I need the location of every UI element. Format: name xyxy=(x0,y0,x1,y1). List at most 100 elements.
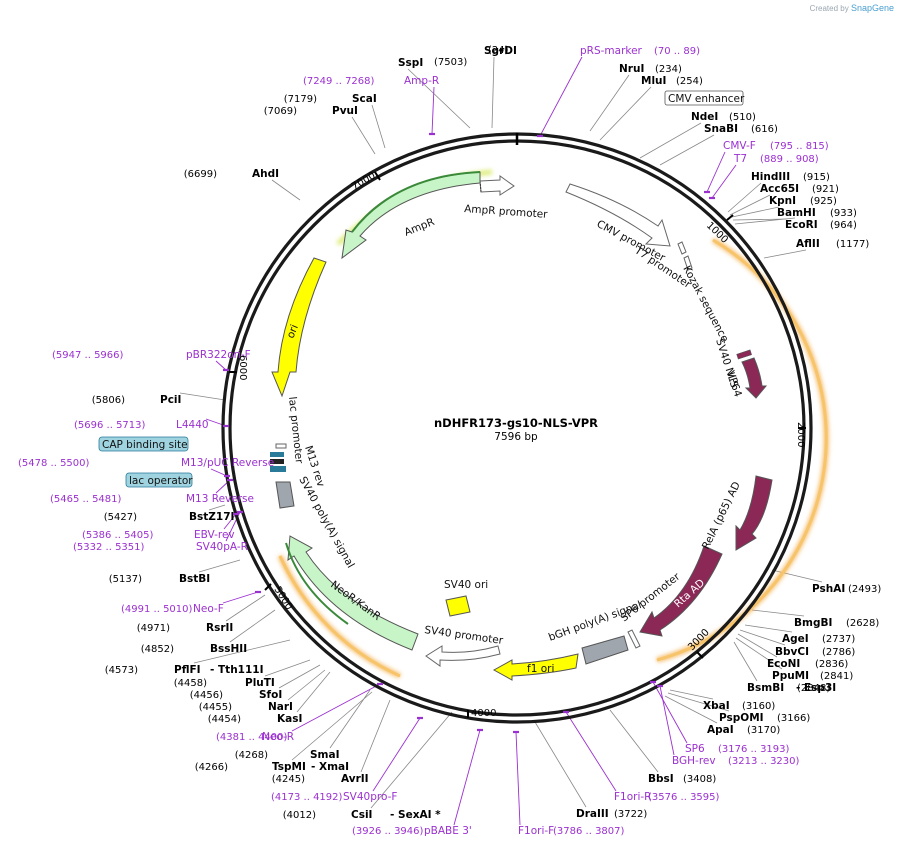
primer-label-f1orif: F1ori-F xyxy=(518,825,554,837)
enzyme-position: (4971) xyxy=(137,623,170,634)
enzyme-label-apai: ApaI xyxy=(707,724,734,736)
primer-range: (5465 .. 5481) xyxy=(50,494,122,505)
enzyme-label-bamhi: BamHI xyxy=(777,207,816,219)
primer-range: (5947 .. 5966) xyxy=(52,350,124,361)
enzyme-label-sgrdi: SgrDI xyxy=(484,45,517,57)
enzyme-label-hindiii: HindIII xyxy=(751,171,790,183)
enzyme-label-pvui: PvuI xyxy=(332,105,358,117)
enzyme-position: (933) xyxy=(830,208,857,219)
enzyme-position: (6699) xyxy=(184,169,217,180)
primer-range: (4991 .. 5010) xyxy=(121,604,193,615)
primer-range: (70 .. 89) xyxy=(654,46,700,57)
tick-label-4000: 4000 xyxy=(471,708,496,719)
primer-range: (3786 .. 3807) xyxy=(553,826,625,837)
feature-label-ampr-promoter: AmpR promoter xyxy=(464,203,549,221)
feature-kozak-sequence xyxy=(683,255,693,271)
primer-label-l4440: L4440 xyxy=(176,419,209,431)
tick-label-5000: 5000 xyxy=(271,585,294,612)
enzyme-position: (2836) xyxy=(815,659,848,670)
enzyme-label-sfoi: SfoI xyxy=(259,689,282,701)
enzyme-position: (4455) xyxy=(199,702,232,713)
primer-label-prsmarker: pRS-marker xyxy=(580,45,643,57)
primer-range: (795 .. 815) xyxy=(770,141,829,152)
enzyme-label-csii: CsiI xyxy=(351,809,372,821)
primer-range: (5478 .. 5500) xyxy=(18,458,90,469)
feature-cmv-promoter xyxy=(565,183,671,247)
primer-label-m13pucreverse: M13/pUC Reverse xyxy=(181,457,274,469)
tick-label-7000: 7000 xyxy=(350,170,378,192)
feature-label-ampr: AmpR xyxy=(403,216,437,239)
primer-label-pbabe3: pBABE 3' xyxy=(424,825,472,837)
primer-range: (4173 .. 4192) xyxy=(271,792,343,803)
enzyme-position: (3408) xyxy=(683,774,716,785)
feature-sv40-ori xyxy=(445,595,471,617)
enzyme-label-pshai: PshAI xyxy=(812,583,845,595)
primer-label-sv40prof: SV40pro-F xyxy=(343,791,397,803)
tick-label-6000: 6000 xyxy=(237,355,248,380)
ruler-ticks: 1000 2000 3000 4000 5000 6000 7000 xyxy=(229,170,806,719)
primer-range: (4381 .. 4400) xyxy=(216,732,288,743)
features xyxy=(270,171,773,681)
primer-label-t7: T7 xyxy=(733,153,747,165)
enzyme-label-ecori: EcoRI xyxy=(785,219,818,231)
enzyme-label-ndei: NdeI xyxy=(691,111,718,123)
enzyme-position: (2841) xyxy=(820,671,853,682)
primer-range: (7249 .. 7268) xyxy=(303,76,375,87)
enzyme-position: (4266) xyxy=(195,762,228,773)
enzyme-label-ahdi: AhdI xyxy=(252,168,279,180)
enzyme-position: (2493) xyxy=(848,584,881,595)
enzyme-position: (4268) xyxy=(235,750,268,761)
enzyme-position: (921) xyxy=(812,184,839,195)
enzyme-position: (5137) xyxy=(109,574,142,585)
feature-f1-ori xyxy=(492,653,579,681)
enzyme-label-bsmbi: BsmBI xyxy=(747,682,784,694)
feature-label-sv40-promoter: SV40 promoter xyxy=(424,624,505,647)
enzyme-position: (2628) xyxy=(846,618,879,629)
enzyme-position: (3170) xyxy=(747,725,780,736)
feature-label-kozak-sequence: Kozak sequence xyxy=(680,264,730,344)
feature-label-f1-ori: f1 ori xyxy=(527,663,554,675)
boxed-label-lac-operator: lac operator xyxy=(129,475,193,487)
feature-cap-binding-site xyxy=(270,452,284,457)
enzyme-label-bstz17i: BstZ17I xyxy=(189,511,234,523)
enzyme-label-bmgbi: BmgBI xyxy=(794,617,832,629)
feature-rela-ad xyxy=(735,475,773,551)
feature-sv40-polya xyxy=(275,481,295,509)
primer-labels: pRS-marker(70 .. 89)Amp-R(7249 .. 7268)C… xyxy=(18,45,829,837)
enzyme-label-pspomi: PspOMI xyxy=(719,712,764,724)
primer-range: (5696 .. 5713) xyxy=(74,420,146,431)
enzyme-position: (4852) xyxy=(141,644,174,655)
plasmid-name: nDHFR173-gs10-NLS-VPR xyxy=(434,416,598,430)
enzyme-position: (1177) xyxy=(836,239,869,250)
feature-label-lac-promoter: lac promoter xyxy=(286,396,305,465)
enzyme-label-mlui: MluI xyxy=(641,75,666,87)
feature-label-sv40-ori: SV40 ori xyxy=(444,579,488,591)
primer-label-bghrev: BGH-rev xyxy=(672,755,716,767)
enzyme-label-nrui: NruI xyxy=(619,63,644,75)
enzyme-label-kasi: KasI xyxy=(277,713,302,725)
feature-ori xyxy=(271,257,327,398)
primer-range: (889 .. 908) xyxy=(760,154,819,165)
enzyme-position: (5806) xyxy=(92,395,125,406)
enzyme-position: (2786) xyxy=(822,647,855,658)
feature-lac-operator xyxy=(270,466,286,472)
boxed-labels: CMV enhancer CAP binding site lac operat… xyxy=(98,90,745,488)
enzyme-position: (3722) xyxy=(614,809,647,820)
feature-bgh-polya xyxy=(581,635,629,665)
enzyme-position: (510) xyxy=(729,112,756,123)
feature-label-sv40-nls: SV40 NLS xyxy=(713,337,740,389)
credit-label: Created by SnapGene xyxy=(809,3,894,13)
enzyme-label-smai: SmaI xyxy=(310,749,340,761)
orf-highlight-neo xyxy=(277,554,402,679)
feature-m13-rev xyxy=(270,459,284,464)
enzyme-position: (915) xyxy=(803,172,830,183)
primer-label-sv40par: SV40pA-R xyxy=(196,541,248,553)
enzyme-position: (964) xyxy=(830,220,857,231)
enzyme-label-scai: ScaI xyxy=(352,93,377,105)
primer-label-cmvf: CMV-F xyxy=(723,140,756,152)
enzyme-label-nari: NarI xyxy=(268,701,293,713)
enzyme-label-pluti: PluTI xyxy=(245,677,275,689)
enzyme-position: (4456) xyxy=(190,690,223,701)
enzyme-label-xbai: XbaI xyxy=(703,700,730,712)
